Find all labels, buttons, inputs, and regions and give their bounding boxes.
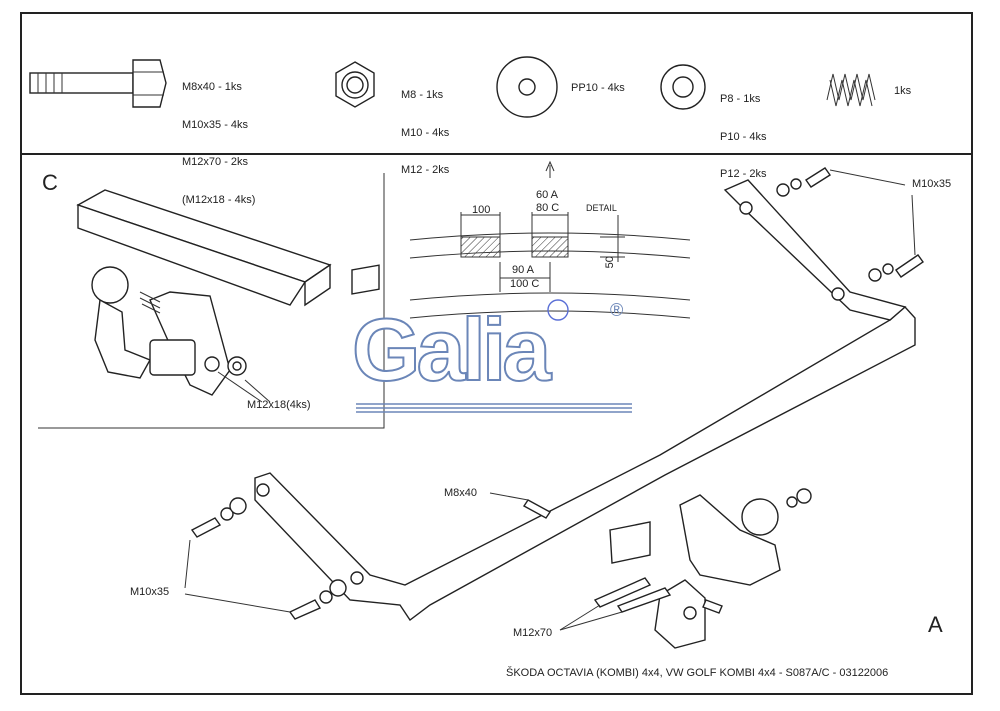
- dim-80c: 80 C: [536, 202, 560, 214]
- dim-60a: 60 A: [536, 189, 559, 201]
- galia-logo: [356, 403, 632, 413]
- nut-item: M12 - 2ks: [401, 164, 450, 176]
- washer-item: P8 - 1ks: [720, 93, 761, 105]
- bolt-item: M8x40 - 1ks: [182, 81, 242, 93]
- drawing-frame: [20, 12, 973, 695]
- main-view-letter: A: [928, 612, 943, 637]
- nut-item: M8 - 1ks: [401, 89, 444, 101]
- profile-detail: [409, 160, 691, 321]
- large-washer-icon: [496, 56, 558, 118]
- label-m8: M8x40: [444, 487, 478, 499]
- washer-icon: [660, 64, 706, 110]
- detail-c-bolt-label: M12x18(4ks): [247, 399, 311, 411]
- detail-c-box: [38, 173, 385, 429]
- dim-90a: 90 A: [512, 264, 535, 276]
- washer-list: P8 - 1ks P10 - 4ks P12 - 2ks: [720, 68, 766, 193]
- drawing-caption: ŠKODA OCTAVIA (KOMBI) 4x4, VW GOLF KOMBI…: [506, 667, 889, 679]
- dim-100: 100: [472, 204, 491, 216]
- tow-bar-main: [254, 179, 916, 649]
- bolt-list: M8x40 - 1ks M10x35 - 4ks M12x70 - 2ks (M…: [182, 56, 255, 219]
- bolt-item: M12x70 - 2ks: [182, 156, 249, 168]
- dim-100c: 100 C: [510, 278, 540, 290]
- label-m10-top: M10x35: [912, 178, 952, 190]
- nut-list: M8 - 1ks M10 - 4ks M12 - 2ks: [401, 64, 449, 189]
- tow-ball-c: [91, 266, 247, 396]
- bolt-item: M10x35 - 4ks: [182, 118, 249, 131]
- label-m10-left: M10x35: [130, 586, 170, 598]
- registered-mark: ®: [610, 300, 624, 320]
- spring-icon: [826, 73, 876, 107]
- detail-c-letter: C: [42, 170, 58, 195]
- galia-logo-text: Galia: [351, 299, 552, 400]
- bolt-icon: [29, 59, 167, 108]
- washer-item: P12 - 2ks: [720, 168, 767, 180]
- detail-title: DETAIL: [586, 203, 617, 213]
- hex-nut-icon: [335, 61, 375, 108]
- dim-50: 50: [603, 256, 616, 269]
- bolt-item: (M12x18 - 4ks): [182, 193, 256, 206]
- spring-label: 1ks: [894, 85, 912, 97]
- square-tube-drawing: [76, 189, 380, 307]
- nut-item: M10 - 4ks: [401, 126, 450, 139]
- large-washer-label: PP10 - 4ks: [571, 82, 625, 94]
- hardware-bolts: [190, 167, 924, 620]
- parts-divider: [20, 153, 973, 155]
- washer-item: P10 - 4ks: [720, 130, 767, 143]
- label-m12: M12x70: [513, 627, 553, 639]
